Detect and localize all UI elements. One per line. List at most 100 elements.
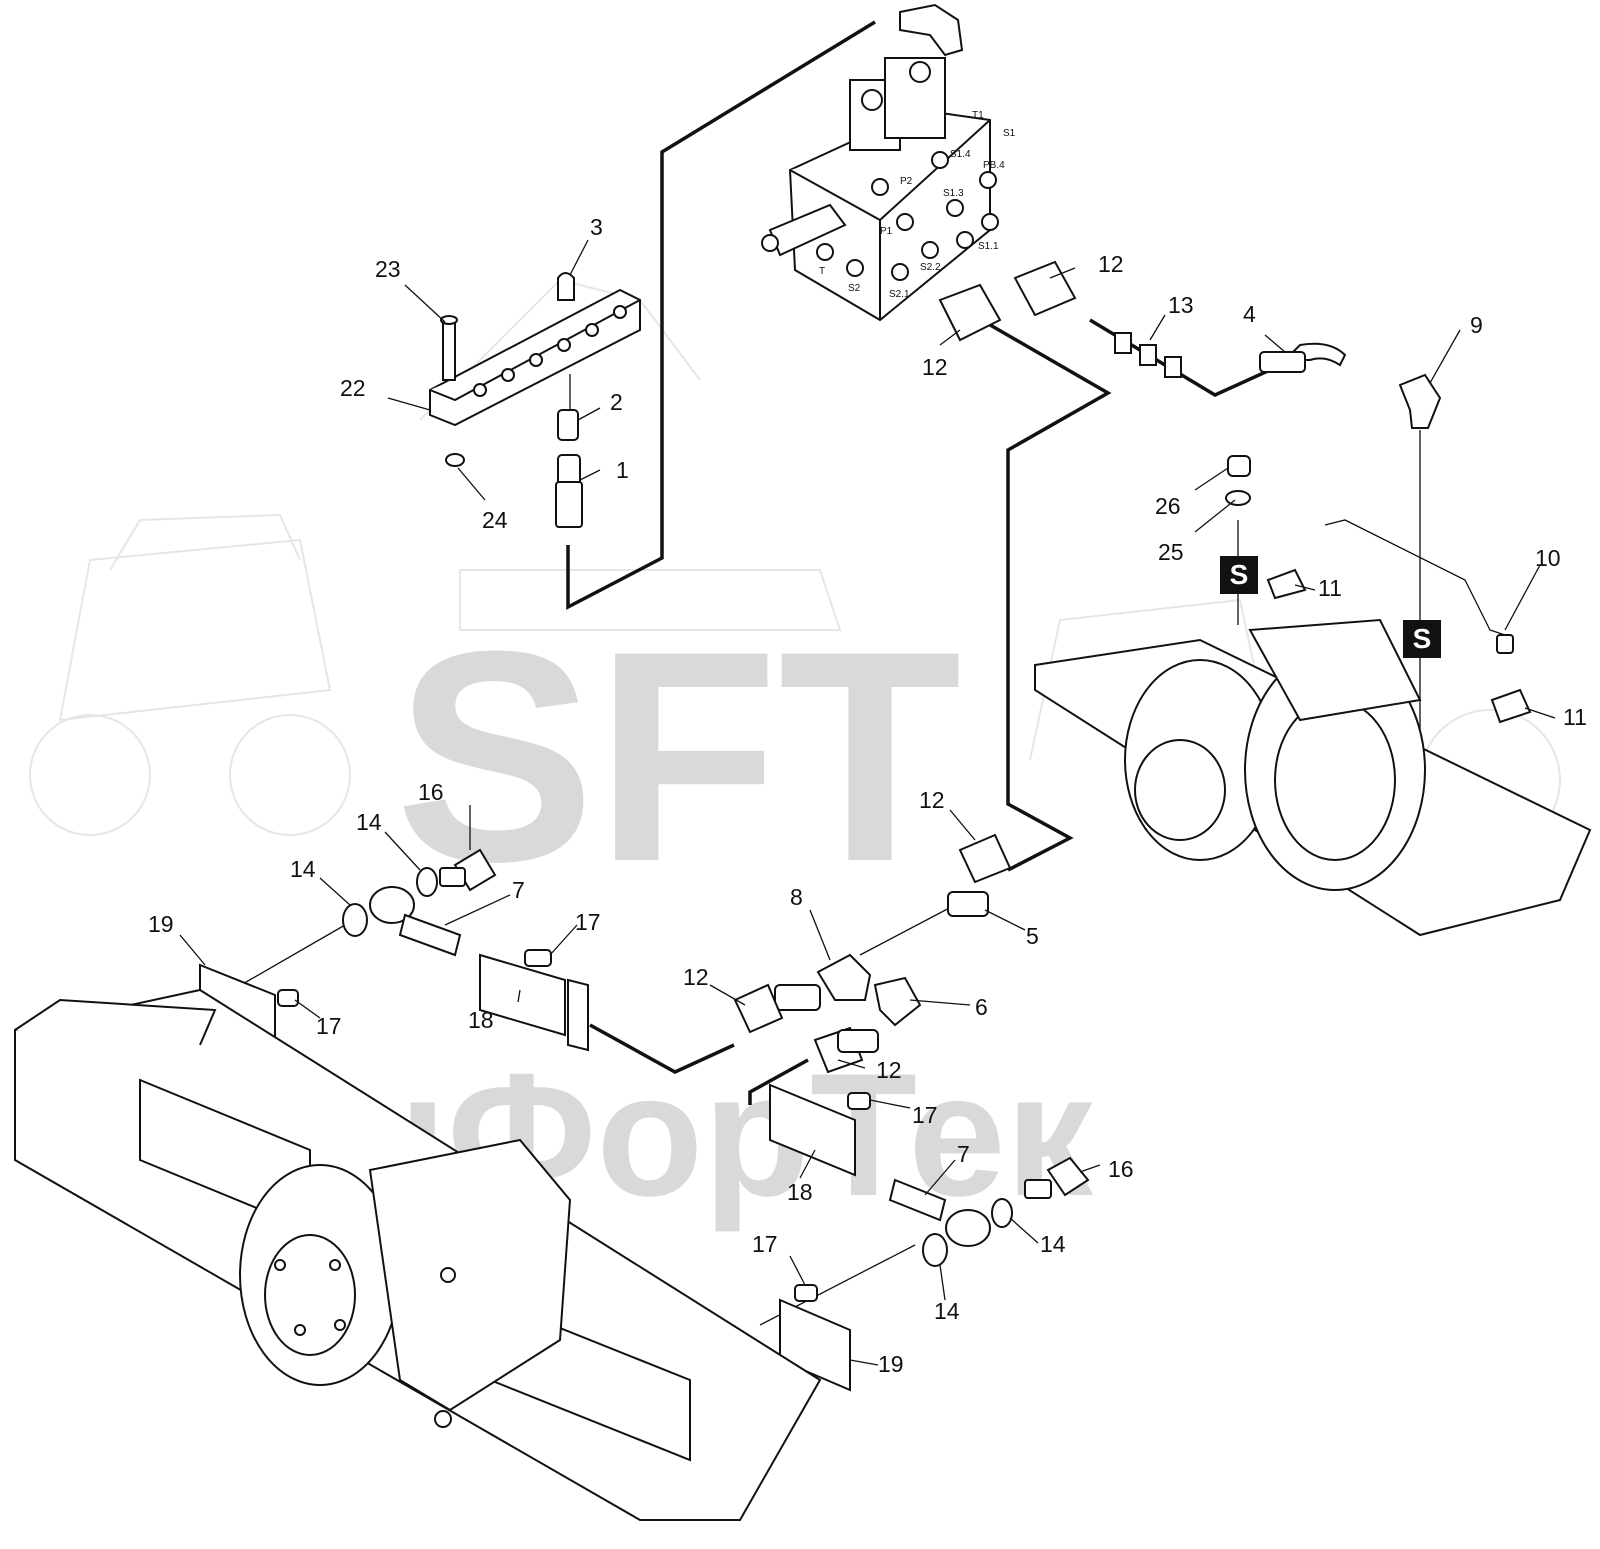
sensor-mark-right: S <box>1403 620 1441 658</box>
hose-4-assembly <box>1259 342 1347 373</box>
control-valve-block <box>761 57 999 322</box>
seal-14-a <box>416 867 438 897</box>
tee-8 <box>774 953 872 1011</box>
callout-6: 6 <box>975 994 988 1020</box>
callout-14-b: 14 <box>290 856 316 882</box>
callout-1: 1 <box>616 457 629 483</box>
callout-19-lower: 19 <box>878 1351 904 1377</box>
port-label-s2-2: S2.2 <box>920 262 941 273</box>
clamp-13 <box>1114 332 1182 378</box>
hose-end-1 <box>555 454 583 528</box>
callout-10: 10 <box>1535 545 1561 571</box>
adapter-2 <box>557 409 579 441</box>
plug-26 <box>1227 455 1251 477</box>
port-label-s1-4: S1.4 <box>950 149 971 160</box>
callout-17-c: 17 <box>912 1102 938 1128</box>
callout-18-lower: 18 <box>787 1179 813 1205</box>
sensor-line-10 <box>1324 519 1514 654</box>
sensor-mark-left-letter: S <box>1230 559 1249 590</box>
breather-3 <box>557 272 575 301</box>
banjo-bolt-16-lower <box>1024 1156 1090 1199</box>
adapter-5 <box>947 891 989 917</box>
callout-14-d: 14 <box>934 1298 960 1324</box>
hose-valve-to-front-axle <box>984 320 1112 872</box>
watermark-tractor-left <box>29 513 351 836</box>
hose-clip-to-cylinder <box>748 1058 809 1105</box>
port-label-s1: S1 <box>1003 128 1016 139</box>
callout-12-upper-right: 12 <box>1098 251 1124 277</box>
cylinder-pipe-7-upper <box>369 886 462 957</box>
sensor-mark-right-letter: S <box>1413 623 1432 654</box>
port-label-t: T <box>819 266 825 277</box>
port-label-s1-3: S1.3 <box>943 188 964 199</box>
rear-axle <box>14 988 822 1521</box>
bolt-17-bottom <box>794 1284 818 1302</box>
clip-12-mid-left <box>733 983 784 1034</box>
callout-11-lower: 11 <box>1563 704 1587 730</box>
elbow-top <box>899 3 964 57</box>
callout-12-lower: 12 <box>876 1057 902 1083</box>
bracket-18-upper <box>479 953 589 1052</box>
seal-14-d <box>922 1233 948 1267</box>
fitting-11-upper <box>1266 568 1307 600</box>
seal-14-b <box>342 903 368 937</box>
adapter-6 <box>873 976 922 1027</box>
cylinder-pipe-7-lower <box>888 1178 991 1247</box>
callout-19-upper: 19 <box>148 911 174 937</box>
line-tee-5 <box>859 904 956 956</box>
callout-14-a: 14 <box>356 809 382 835</box>
callout-22: 22 <box>340 375 366 401</box>
clip-12-upper-left <box>938 283 1002 342</box>
callout-5: 5 <box>1026 923 1039 949</box>
bolt-17-lower <box>847 1092 871 1110</box>
callout-2: 2 <box>610 389 623 415</box>
bolt-23 <box>440 315 458 381</box>
callout-17-b: 17 <box>316 1013 342 1039</box>
seal-14-c <box>991 1198 1013 1228</box>
callout-leaders <box>179 239 1556 1366</box>
callout-14-c: 14 <box>1040 1231 1066 1257</box>
banjo-bolt-16-upper <box>439 848 497 892</box>
callout-7-lower: 7 <box>957 1141 970 1167</box>
callout-11-upper: 11 <box>1318 575 1342 601</box>
port-label-p2: P2 <box>900 176 913 187</box>
callout-13: 13 <box>1168 292 1194 318</box>
callout-24: 24 <box>482 507 508 533</box>
hose-routes <box>214 20 1421 1326</box>
bolt-17-left <box>277 989 299 1007</box>
callout-3: 3 <box>590 214 603 240</box>
callout-8: 8 <box>790 884 803 910</box>
callout-7-upper: 7 <box>512 877 525 903</box>
callout-9: 9 <box>1470 312 1483 338</box>
hose-tee-to-rear <box>589 1023 735 1074</box>
clip-12-mid-right <box>958 833 1012 884</box>
callout-17-a: 17 <box>575 909 601 935</box>
washer-24 <box>445 453 465 467</box>
callout-23: 23 <box>375 256 401 282</box>
valve-port-labels: T1 S1 S1.4 P2 PB.4 S1.3 P1 S1.1 S2.2 S2.… <box>819 110 1016 300</box>
front-axle <box>1034 618 1592 937</box>
callout-4: 4 <box>1243 301 1256 327</box>
watermark-excavator <box>419 278 842 631</box>
callout-25: 25 <box>1158 539 1184 565</box>
port-label-p1: P1 <box>880 226 893 237</box>
fitting-lower-pair <box>837 1029 879 1053</box>
hose-valve-to-pipe-1 <box>566 20 876 610</box>
port-label-t1: T1 <box>972 110 984 121</box>
callout-18-upper: 18 <box>468 1007 494 1033</box>
callout-17-d: 17 <box>752 1231 778 1257</box>
elbow-9 <box>1398 373 1442 429</box>
callout-16-upper: 16 <box>418 779 444 805</box>
bracket-18-lower <box>769 1083 856 1177</box>
distribution-block <box>429 288 641 427</box>
port-label-s1-1: S1.1 <box>978 241 999 252</box>
callout-26: 26 <box>1155 493 1181 519</box>
callout-16-lower: 16 <box>1108 1156 1134 1182</box>
port-label-s2-1: S2.1 <box>889 289 910 300</box>
callout-12-mid-right: 12 <box>919 787 945 813</box>
port-label-s2: S2 <box>848 283 861 294</box>
seal-25 <box>1225 490 1251 506</box>
clip-12-upper-right <box>1013 260 1077 317</box>
bolt-17-upper <box>524 949 552 967</box>
